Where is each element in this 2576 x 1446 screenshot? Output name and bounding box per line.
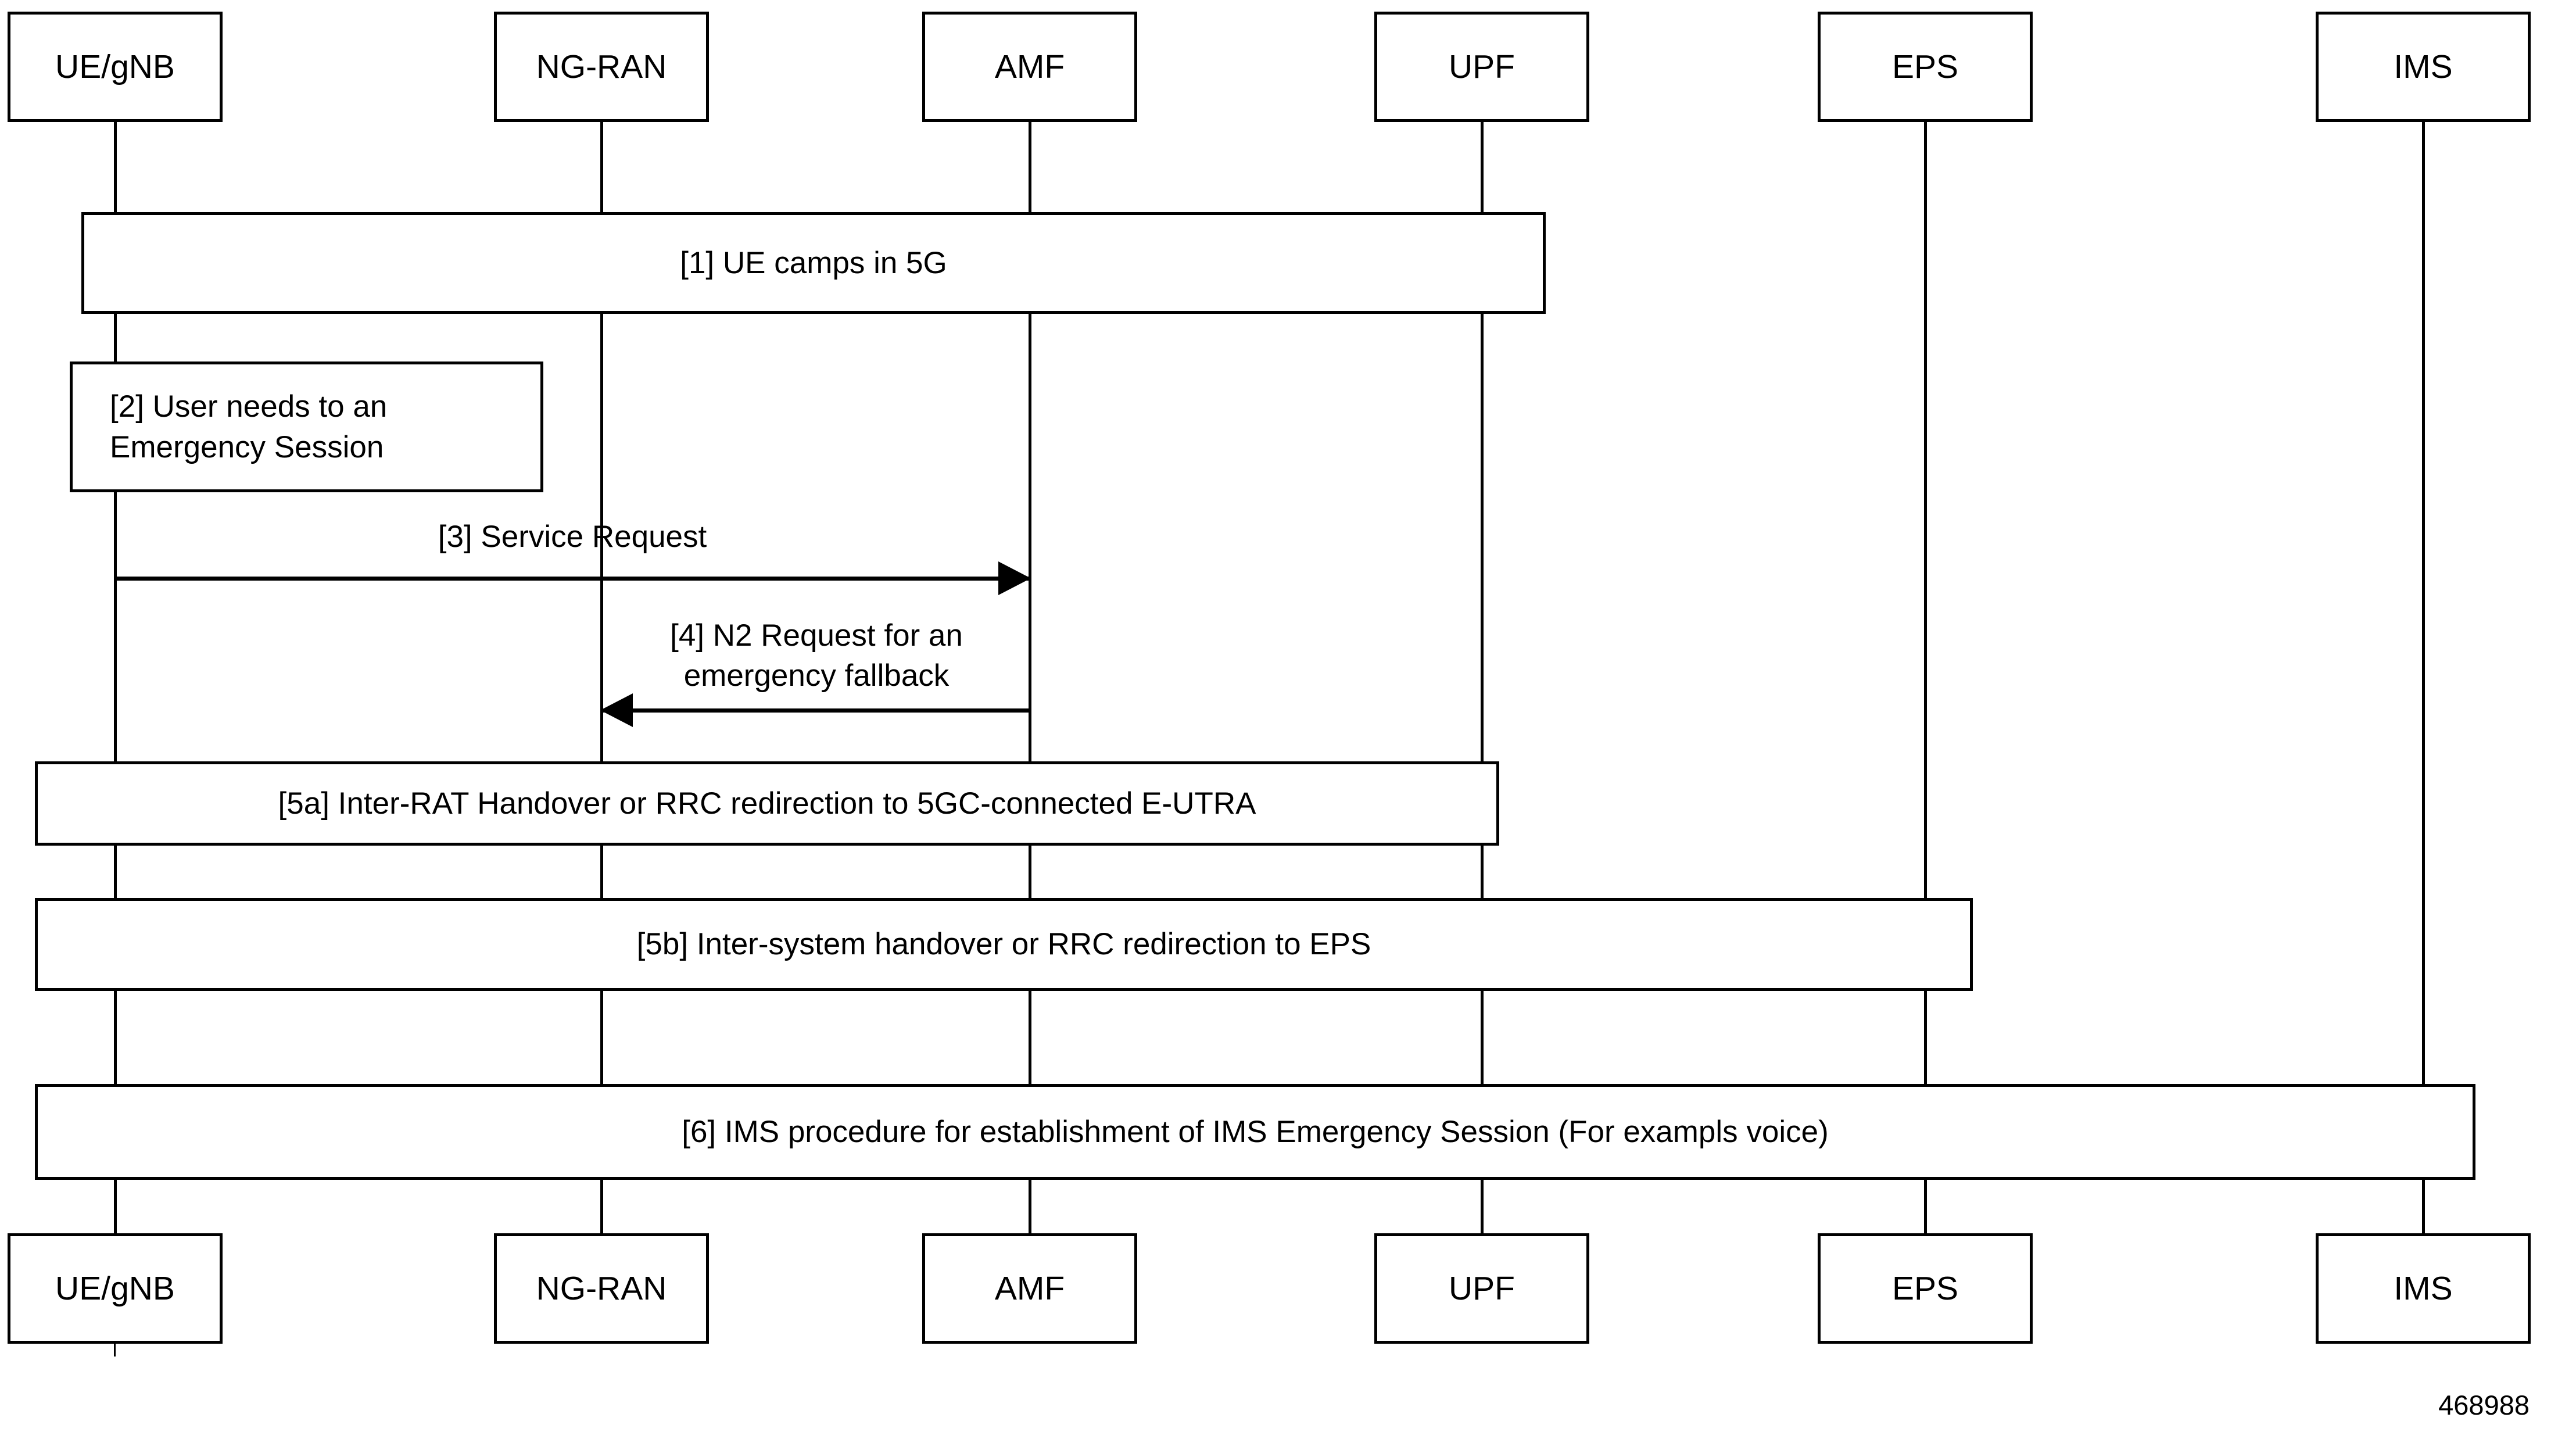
actor-label-amf-top: AMF	[994, 48, 1065, 85]
step-6-text: [6] IMS procedure for establishment of I…	[682, 1114, 1829, 1149]
actor-label-amf-bottom: AMF	[994, 1269, 1065, 1307]
step-2-text: [2] User needs to an Emergency Session	[110, 389, 388, 464]
actor-box-top-amf: AMF	[922, 12, 1137, 122]
actor-box-bottom-ims: IMS	[2316, 1233, 2531, 1344]
lifeline-ng-ran	[600, 122, 603, 1233]
step-box-5a: [5a] Inter-RAT Handover or RRC redirecti…	[35, 761, 1499, 846]
message-3-line	[115, 577, 1030, 581]
actor-box-top-eps: EPS	[1818, 12, 2033, 122]
actor-label-ims-top: IMS	[2394, 48, 2453, 85]
lifeline-ue-gnb	[114, 122, 117, 1233]
arrowhead-left-icon	[600, 693, 633, 727]
message-4-line	[601, 708, 1030, 713]
actor-label-ng-ran-top: NG-RAN	[536, 48, 667, 85]
actor-label-ng-ran-bottom: NG-RAN	[536, 1269, 667, 1307]
actor-box-top-upf: UPF	[1374, 12, 1589, 122]
actor-label-upf-bottom: UPF	[1449, 1269, 1515, 1307]
lifeline-amf	[1029, 122, 1031, 1233]
step-1-text: [1] UE camps in 5G	[680, 245, 947, 280]
actor-box-top-ims: IMS	[2316, 12, 2531, 122]
figure-number: 468988	[2438, 1390, 2530, 1420]
actor-box-bottom-ng-ran: NG-RAN	[494, 1233, 709, 1344]
lifeline-stub-ue-gnb	[114, 1344, 116, 1356]
step-5b-text: [5b] Inter-system handover or RRC redire…	[636, 927, 1371, 962]
actor-label-ue-gnb-bottom: UE/gNB	[55, 1269, 175, 1307]
actor-label-ims-bottom: IMS	[2394, 1269, 2453, 1307]
message-3-label: [3] Service Request	[438, 520, 707, 554]
step-box-1: [1] UE camps in 5G	[81, 212, 1546, 314]
actor-label-eps-bottom: EPS	[1891, 1269, 1959, 1307]
actor-label-upf-top: UPF	[1449, 48, 1515, 85]
actor-box-bottom-amf: AMF	[922, 1233, 1137, 1344]
message-4-label: [4] N2 Request for an emergency fallback	[670, 618, 963, 693]
actor-box-bottom-ue-gnb: UE/gNB	[8, 1233, 223, 1344]
lifeline-eps	[1924, 122, 1927, 1233]
actor-label-ue-gnb-top: UE/gNB	[55, 48, 175, 85]
step-box-2: [2] User needs to an Emergency Session	[70, 362, 543, 492]
arrowhead-right-icon	[998, 561, 1031, 595]
actor-box-bottom-eps: EPS	[1818, 1233, 2033, 1344]
step-box-6: [6] IMS procedure for establishment of I…	[35, 1084, 2475, 1180]
actor-box-top-ng-ran: NG-RAN	[494, 12, 709, 122]
step-5a-text: [5a] Inter-RAT Handover or RRC redirecti…	[278, 786, 1256, 821]
lifeline-ims	[2422, 122, 2425, 1233]
lifeline-upf	[1481, 122, 1484, 1233]
actor-box-top-ue-gnb: UE/gNB	[8, 12, 223, 122]
actor-box-bottom-upf: UPF	[1374, 1233, 1589, 1344]
step-box-5b: [5b] Inter-system handover or RRC redire…	[35, 898, 1973, 991]
actor-label-eps-top: EPS	[1891, 48, 1959, 85]
